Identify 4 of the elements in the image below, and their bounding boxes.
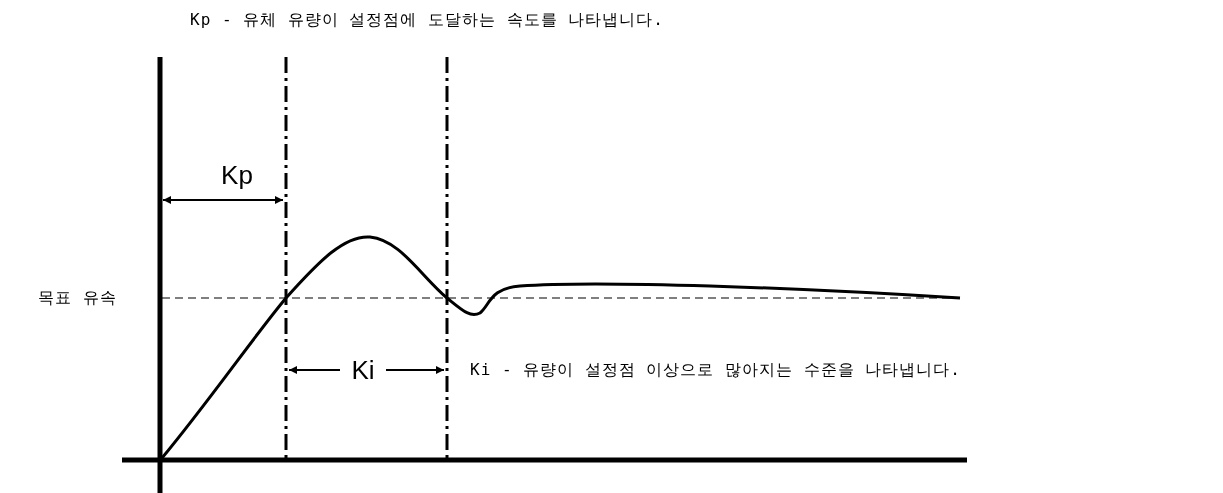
note-text: Kp - 유체 유량이 설정점에 도달하는 속도를 나타냅니다. [190,9,664,31]
note-text: Ki - 유량이 설정점 이상으로 많아지는 수준을 나타냅니다. [470,359,961,381]
axis-label: 목표 유속 [38,287,117,309]
dimension-label: Kp [221,159,253,191]
